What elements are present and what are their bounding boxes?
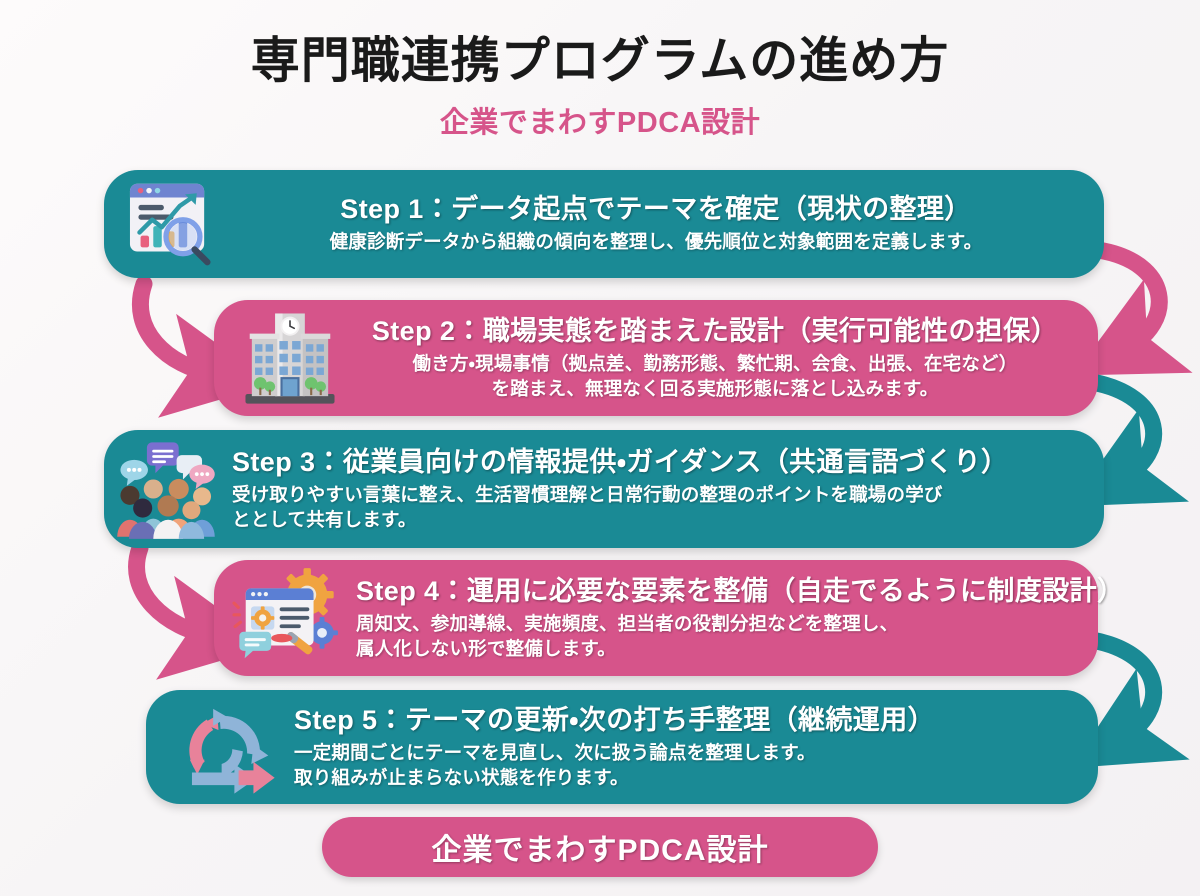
step-card-5[interactable]: Step 5：テーマの更新・次の打ち手整理（継続運用） 一定期間ごとにテーマを見… — [146, 690, 1098, 804]
data-analytics-chart-icon — [110, 171, 222, 277]
page-title: 専門職連携プログラムの進め方 — [250, 34, 950, 88]
step-card-4[interactable]: Step 4：運用に必要な要素を整備（自走でるように制度設計） 周知文、参加導線… — [214, 560, 1124, 676]
page-subtitle: 企業でまわすPDCA設計 — [439, 106, 761, 139]
step-3-text: Step 3：従業員向けの情報提供・ガイダンス（共通言語づくり） 受け取りやすい… — [222, 446, 1104, 533]
header: 専門職連携プログラムの進め方 企業でまわすPDCA設計 — [0, 34, 1200, 141]
step-card-1[interactable]: Step 1：データ起点でテーマを確定（現状の整理） 健康診断データから組織の傾… — [104, 170, 1104, 278]
step-5-text: Step 5：テーマの更新・次の打ち手整理（継続運用） 一定期間ごとにテーマを見… — [284, 704, 1098, 791]
step-1-text: Step 1：データ起点でテーマを確定（現状の整理） 健康診断データから組織の傾… — [222, 193, 1104, 255]
step-4-body: 周知文、参加導線、実施頻度、担当者の役割分担などを整理し、 属人化しない形で整備… — [356, 612, 899, 659]
step-2-heading: Step 2：職場実態を踏まえた設計（実行可能性の担保） — [371, 315, 1059, 346]
step-5-heading: Step 5：テーマの更新・次の打ち手整理（継続運用） — [294, 704, 936, 735]
step-card-3[interactable]: Step 3：従業員向けの情報提供・ガイダンス（共通言語づくり） 受け取りやすい… — [104, 430, 1104, 548]
step-card-2[interactable]: Step 2：職場実態を踏まえた設計（実行可能性の担保） 働き方・現場事情（拠点… — [214, 300, 1098, 416]
connector-step1-to-step2-right — [1073, 241, 1193, 376]
footer-badge-label: 企業でまわすPDCA設計 — [431, 834, 769, 867]
footer-badge[interactable]: 企業でまわすPDCA設計 — [322, 817, 878, 877]
step-3-heading: Step 3：従業員向けの情報提供・ガイダンス（共通言語づくり） — [232, 446, 1009, 477]
step-2-body: 働き方・現場事情（拠点差、勤務形態、繁忙期、会食、出張、在宅など） を踏まえ、無… — [412, 352, 1018, 399]
cycle-arrows-icon — [172, 694, 284, 800]
connector-step3-to-step4-left — [128, 539, 271, 680]
people-speech-bubbles-icon — [110, 436, 222, 542]
settings-gears-document-icon — [230, 565, 342, 671]
step-4-heading: Step 4：運用に必要な要素を整備（自走でるように制度設計） — [356, 575, 1125, 606]
step-5-body: 一定期間ごとにテーマを見直し、次に扱う論点を整理します。 取り組みが止まらない状… — [294, 741, 816, 788]
step-4-text: Step 4：運用に必要な要素を整備（自走でるように制度設計） 周知文、参加導線… — [342, 575, 1140, 662]
step-1-heading: Step 1：データ起点でテーマを確定（現状の整理） — [340, 193, 972, 224]
office-building-icon — [234, 305, 346, 411]
step-2-text: Step 2：職場実態を踏まえた設計（実行可能性の担保） 働き方・現場事情（拠点… — [346, 315, 1098, 402]
step-3-body: 受け取りやすい言葉に整え、生活習慣理解と日常行動の整理のポイントを職場の学び と… — [232, 483, 943, 530]
connector-step1-to-step2-left — [131, 275, 273, 418]
step-1-body: 健康診断データから組織の傾向を整理し、優先順位と対象範囲を定義します。 — [329, 231, 983, 253]
